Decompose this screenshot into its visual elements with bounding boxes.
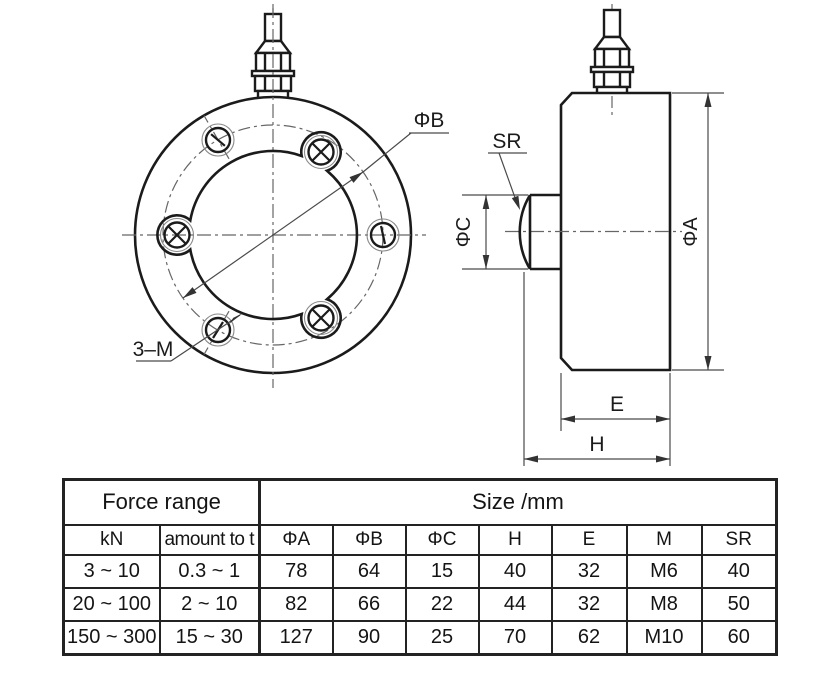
technical-drawing: ΦB 3–M SR (122, 2, 724, 466)
slot-screw-right (366, 218, 400, 252)
table-row: 150 ~ 300 15 ~ 30 127 90 25 70 62 M10 60 (62, 619, 778, 656)
load-button-boss (518, 193, 561, 271)
phi-b-dimension: ΦB (182, 109, 449, 299)
cell: 22 (404, 586, 480, 622)
cell: M6 (625, 553, 703, 589)
cell: 66 (331, 586, 407, 622)
force-range-header: Force range (62, 478, 261, 526)
arrowhead (656, 455, 670, 463)
phi-a-label: ΦA (680, 217, 702, 247)
table-row: 20 ~ 100 2 ~ 10 82 66 22 44 32 M8 50 (62, 586, 778, 622)
cell: 127 (258, 619, 334, 656)
arrowhead (561, 415, 575, 423)
arrowhead (482, 255, 490, 269)
col-header-phi-c: ΦC (404, 523, 480, 556)
arrowhead (482, 195, 490, 209)
cell: 70 (477, 619, 553, 656)
cell: M10 (625, 619, 703, 656)
cell: 40 (477, 553, 553, 589)
col-header-kn: kN (62, 523, 161, 556)
cell: M8 (625, 586, 703, 622)
arrowhead (704, 93, 712, 107)
cell: 20 ~ 100 (62, 586, 161, 622)
col-header-tons: amount to t (158, 523, 261, 556)
cell: 2 ~ 10 (158, 586, 261, 622)
arrowhead (656, 415, 670, 423)
phi-c-label: ΦC (453, 217, 475, 247)
col-header-sr: SR (700, 523, 778, 556)
cell: 60 (700, 619, 778, 656)
slot-screw-upper-left (201, 123, 235, 157)
cell: 32 (550, 586, 628, 622)
thread-note-label: 3–M (133, 338, 174, 361)
sr-leader: SR (488, 130, 527, 210)
arrowhead (349, 172, 363, 183)
table-row: 3 ~ 10 0.3 ~ 1 78 64 15 40 32 M6 40 (62, 553, 778, 589)
h-label: H (589, 433, 604, 456)
cell: 25 (404, 619, 480, 656)
arrowhead (183, 287, 197, 298)
cell: 78 (258, 553, 334, 589)
cell: 90 (331, 619, 407, 656)
col-header-phi-b: ΦB (331, 523, 407, 556)
arrowhead (524, 455, 538, 463)
cell: 150 ~ 300 (62, 619, 161, 656)
arrowhead (229, 313, 243, 324)
phi-b-label: ΦB (414, 109, 445, 132)
h-dimension: H (523, 272, 670, 466)
thread-callout: 3–M (133, 313, 243, 362)
e-label: E (610, 393, 624, 416)
inner-bore-with-notches (156, 130, 359, 340)
phi-c-dimension: ΦC (453, 194, 528, 270)
dimension-table: Force range Size /mm kN amount to t ΦA Φ… (62, 478, 778, 656)
cell: 32 (550, 553, 628, 589)
cross-screw-upper-right (303, 134, 339, 170)
cell: 50 (700, 586, 778, 622)
cell: 15 (404, 553, 480, 589)
cell: 44 (477, 586, 553, 622)
arrowhead (511, 195, 520, 210)
cross-screw-left (159, 217, 195, 253)
cell: 82 (258, 586, 334, 622)
side-view: SR ΦC ΦA E (453, 2, 724, 466)
cell: 40 (700, 553, 778, 589)
size-header: Size /mm (258, 478, 778, 526)
cell: 64 (331, 553, 407, 589)
col-header-h: H (477, 523, 553, 556)
cell: 0.3 ~ 1 (158, 553, 261, 589)
cable-connector-side (589, 2, 635, 101)
table-group-header-row: Force range Size /mm (62, 478, 778, 526)
e-dimension: E (560, 373, 671, 466)
cell: 15 ~ 30 (158, 619, 261, 656)
cross-screw-lower-right (303, 300, 339, 336)
table-column-header-row: kN amount to t ΦA ΦB ΦC H E M SR (62, 523, 778, 556)
col-header-phi-a: ΦA (258, 523, 334, 556)
sr-label: SR (492, 130, 521, 153)
cell: 62 (550, 619, 628, 656)
col-header-e: E (550, 523, 628, 556)
arrowhead (704, 356, 712, 370)
radial-centerline-upper-left (203, 115, 230, 160)
phi-a-dimension: ΦA (672, 92, 724, 371)
front-view: ΦB 3–M (122, 4, 449, 388)
col-header-m: M (625, 523, 703, 556)
cell: 3 ~ 10 (62, 553, 161, 589)
